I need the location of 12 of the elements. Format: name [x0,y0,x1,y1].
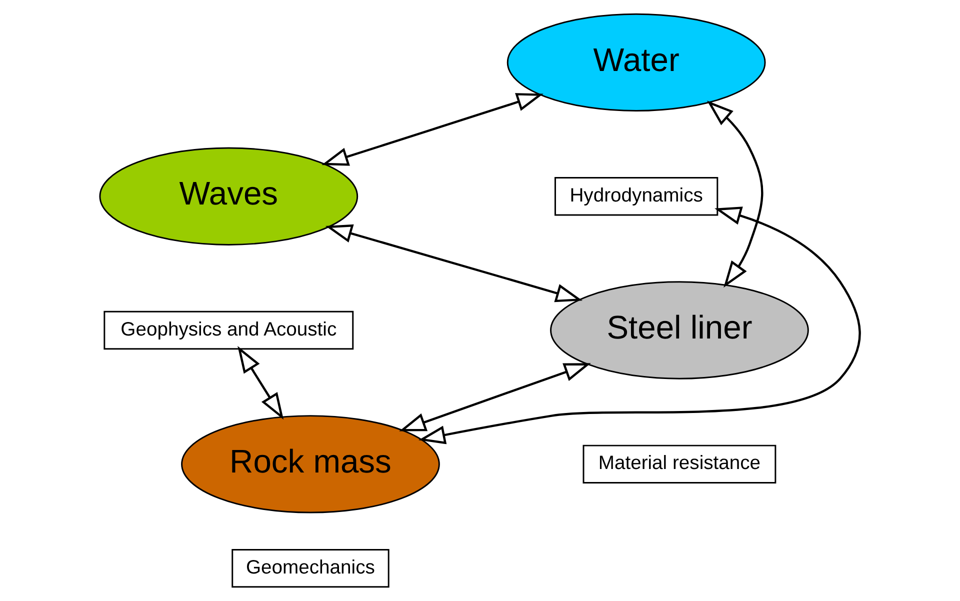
node-ellipse: Steel liner [550,281,809,380]
arrow [322,93,544,166]
node-box: Geophysics and Acoustic [104,310,354,350]
node-box: Geomechanics [232,548,390,588]
arrow [238,346,284,420]
arrow [706,100,764,288]
arrow [399,363,591,432]
arrow [418,206,861,444]
node-box: Hydrodynamics [554,177,718,216]
node-ellipse: Rock mass [181,415,440,514]
arrow [325,224,583,302]
node-box: Material resistance [582,444,776,484]
